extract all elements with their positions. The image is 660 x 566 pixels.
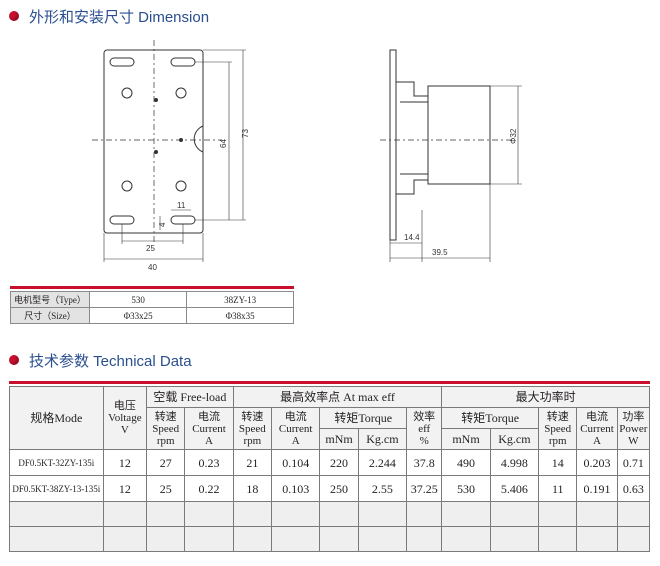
cell-free-speed: 25 (146, 475, 186, 502)
dim-hole-spacing: 25 (146, 244, 155, 253)
dim-height: 73 (241, 129, 250, 138)
dim-inner-height: 64 (219, 139, 228, 148)
dimension-title: 外形和安装尺寸 Dimension (29, 8, 210, 26)
table-row: DF0.5KT-32ZY-135i 12 27 0.23 21 0.104 22… (9, 449, 651, 476)
cell-mp-mnm: 490 (441, 449, 491, 476)
col-eff-mnm: mNm (319, 428, 359, 450)
size-label: 尺寸（Size） (10, 307, 90, 324)
group-max-eff: 最高效率点 At max eff (232, 386, 443, 408)
type-value-2: 38ZY-13 (186, 291, 294, 308)
group-free-load: 空载 Free-load (146, 386, 234, 408)
col-mp-mnm: mNm (441, 428, 491, 450)
screw-hole (121, 87, 133, 99)
cell-eff-speed: 21 (232, 449, 273, 476)
cell-free-current: 0.23 (184, 449, 234, 476)
screw-hole (121, 180, 133, 192)
bullet-icon (9, 11, 19, 21)
table-row-empty (9, 501, 651, 527)
cell-eff-pct: 37.8 (406, 449, 443, 476)
dim-diameter: Φ32 (509, 128, 518, 144)
col-eff-torque: 转矩Torque (319, 407, 408, 429)
cell-free-current: 0.22 (184, 475, 234, 502)
table-row-empty (9, 526, 651, 552)
col-mp-kgcm: Kg.cm (489, 428, 540, 450)
dimension-heading: 外形和安装尺寸 Dimension (6, 5, 209, 27)
dimension-drawing: 40 25 11 4 73 64 Φ32 14.4 39.5 (92, 40, 522, 270)
technical-heading: 技术参数 Technical Data (6, 349, 192, 371)
table-row: 尺寸（Size） Φ33x25 Φ38x35 (10, 307, 294, 324)
dim-width: 40 (148, 263, 157, 270)
cell-eff-current: 0.104 (271, 449, 321, 476)
bullet-icon (9, 355, 19, 365)
spec-table-rule (10, 286, 294, 289)
cell-model: DF0.5KT-38ZY-13-135i (9, 475, 104, 502)
cell-eff-current: 0.103 (271, 475, 321, 502)
slot-top-left (109, 57, 135, 67)
cell-eff-speed: 18 (232, 475, 273, 502)
cell-eff-kgcm: 2.55 (357, 475, 408, 502)
cell-mp-kgcm: 5.406 (489, 475, 540, 502)
dim-flange: 14.4 (404, 233, 420, 242)
cell-mp-kgcm: 4.998 (489, 449, 540, 476)
cell-model: DF0.5KT-32ZY-135i (9, 449, 104, 476)
cell-mp-power: 0.71 (616, 449, 651, 476)
size-value-2: Φ38x35 (186, 307, 294, 324)
cell-eff-kgcm: 2.244 (357, 449, 408, 476)
type-value-1: 530 (88, 291, 188, 308)
cell-free-speed: 27 (146, 449, 186, 476)
cell-mp-speed: 11 (538, 475, 578, 502)
cell-eff-pct: 37.25 (406, 475, 443, 502)
tech-table-rule (9, 381, 650, 384)
motor-body (427, 85, 491, 185)
group-max-power: 最大功率时 (441, 386, 650, 408)
spec-table: 电机型号（Type） 530 38ZY-13 尺寸（Size） Φ33x25 Φ… (10, 291, 294, 324)
cell-eff-mnm: 250 (319, 475, 359, 502)
dim-length: 39.5 (432, 248, 448, 257)
cell-voltage: 12 (102, 475, 148, 502)
side-flange (389, 49, 397, 241)
cell-voltage: 12 (102, 449, 148, 476)
slot-bottom-left (109, 215, 135, 225)
mounting-plate (103, 49, 204, 234)
cell-mp-speed: 14 (538, 449, 578, 476)
size-value-1: Φ33x25 (88, 307, 188, 324)
table-row: 电机型号（Type） 530 38ZY-13 (10, 291, 294, 308)
gearbox-body (395, 81, 429, 195)
screw-hole (175, 180, 187, 192)
screw-hole (175, 87, 187, 99)
slot-top-right (170, 57, 196, 67)
col-eff-kgcm: Kg.cm (357, 428, 408, 450)
technical-title: 技术参数 Technical Data (29, 352, 192, 370)
cell-mp-power: 0.63 (616, 475, 651, 502)
type-label: 电机型号（Type） (10, 291, 90, 308)
dim-small-offset: 4 (158, 222, 167, 227)
table-row: DF0.5KT-38ZY-13-135i 12 25 0.22 18 0.103… (9, 475, 651, 502)
col-model: 规格Mode (9, 386, 104, 450)
cell-mp-current: 0.203 (576, 449, 618, 476)
cell-eff-mnm: 220 (319, 449, 359, 476)
cell-mp-mnm: 530 (441, 475, 491, 502)
cell-mp-current: 0.191 (576, 475, 618, 502)
side-notch (193, 125, 204, 153)
col-mp-torque: 转矩Torque (441, 407, 540, 429)
slot-bottom-right (170, 215, 196, 225)
dim-slot-width: 11 (177, 201, 186, 210)
